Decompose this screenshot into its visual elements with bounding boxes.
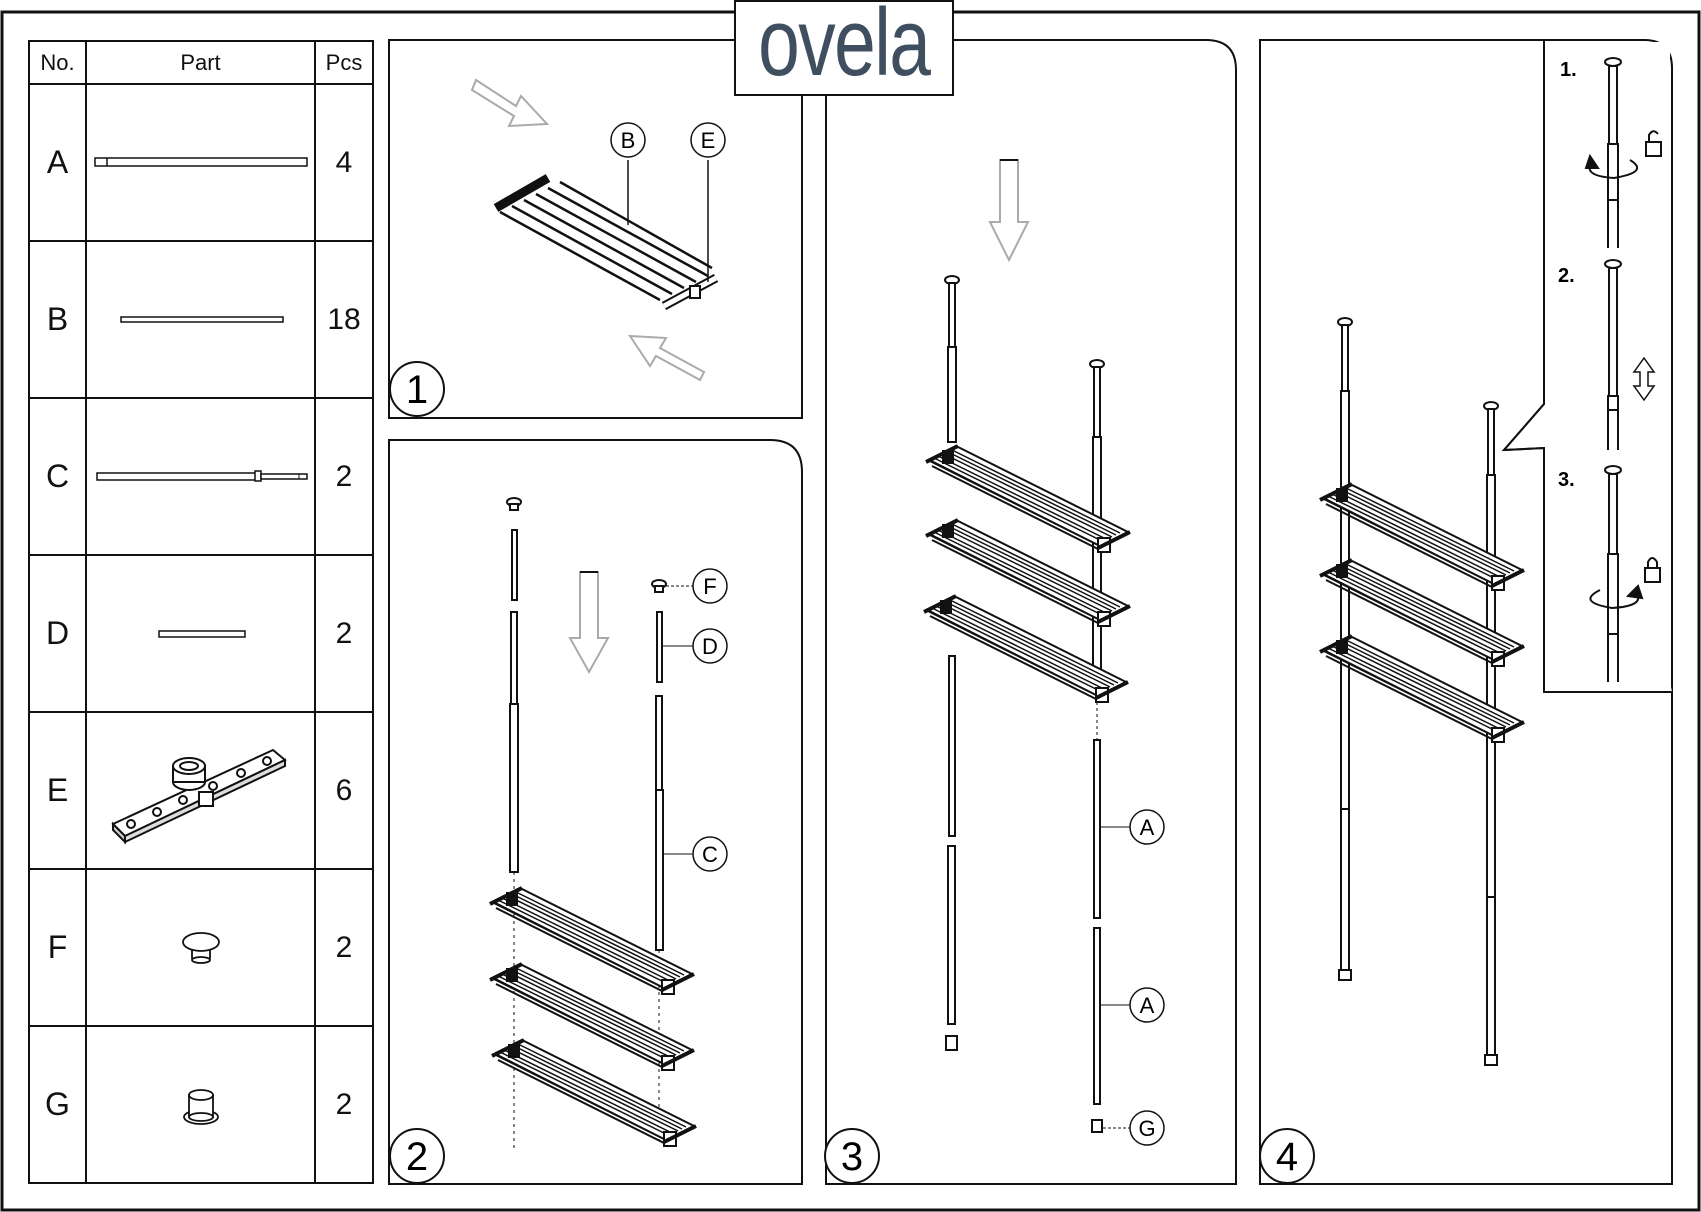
header-part: Part [85, 40, 316, 85]
part-image [85, 1025, 316, 1184]
table-row: C 2 [28, 397, 374, 556]
arrow-down-icon [988, 159, 1030, 263]
brand-logo-text: ovela [758, 0, 931, 96]
callout-label: E [701, 128, 716, 153]
svg-text:3.: 3. [1558, 469, 1575, 491]
table-row: E 6 [28, 711, 374, 870]
substep-2: 2. [1558, 259, 1656, 450]
svg-text:1.: 1. [1560, 59, 1577, 81]
shelf-bracket-icon [110, 748, 287, 844]
callout-label: G [1138, 1116, 1155, 1141]
up-down-arrow-icon [1632, 356, 1656, 402]
step-number-2: 2 [389, 1128, 445, 1184]
part-image [85, 868, 316, 1027]
step-number-3: 3 [824, 1128, 880, 1184]
svg-text:2: 2 [406, 1135, 428, 1179]
arrow-in-icon [628, 334, 706, 382]
part-quantity: 6 [314, 711, 374, 870]
part-quantity: 2 [314, 554, 374, 713]
step-4-panel: 1. 2. [1259, 39, 1673, 1185]
part-id: D [28, 554, 87, 713]
step-number-4: 4 [1259, 1128, 1315, 1184]
foot-cap-icon [182, 1088, 219, 1125]
callout-g: G [1103, 1110, 1165, 1146]
part-quantity: 4 [314, 83, 374, 242]
part-quantity: 2 [314, 868, 374, 1027]
callout-label: A [1140, 815, 1155, 840]
callout-label: C [702, 842, 718, 867]
table-row: F 2 [28, 868, 374, 1027]
substep-1: 1. [1560, 57, 1662, 248]
part-image [85, 83, 316, 242]
callout-e: E [690, 122, 726, 158]
part-image [85, 397, 316, 556]
svg-text:2.: 2. [1558, 265, 1575, 287]
svg-text:1: 1 [406, 368, 428, 412]
callout-c: C [663, 836, 728, 872]
header-no: No. [28, 40, 87, 85]
parts-table: No. Part Pcs A 4 B 18 C [28, 40, 374, 1184]
short-tube-icon [157, 629, 246, 638]
callout-f: F [666, 568, 728, 604]
svg-text:3: 3 [841, 1135, 863, 1179]
unlock-icon [1645, 130, 1662, 157]
table-row: D 2 [28, 554, 374, 713]
part-image [85, 554, 316, 713]
thin-rod-icon [119, 315, 284, 323]
callout-a: A [1101, 987, 1165, 1023]
arrow-in-icon [470, 78, 550, 128]
step-1-panel: B E 1 [388, 39, 803, 419]
rods-and-bracket-drawing [493, 160, 719, 310]
part-id: F [28, 868, 87, 1027]
callout-label: A [1140, 993, 1155, 1018]
arrow-down-icon [568, 571, 610, 675]
table-row: A 4 [28, 83, 374, 242]
callout-b: B [610, 122, 646, 158]
part-id: G [28, 1025, 87, 1184]
part-quantity: 2 [314, 397, 374, 556]
part-image [85, 711, 316, 870]
header-pcs: Pcs [314, 40, 374, 85]
parts-table-header: No. Part Pcs [28, 40, 374, 85]
lock-icon [1644, 557, 1661, 583]
table-row: B 18 [28, 240, 374, 399]
part-quantity: 18 [314, 240, 374, 399]
part-id: B [28, 240, 87, 399]
part-quantity: 2 [314, 1025, 374, 1184]
pole-parts-drawing [506, 497, 667, 1150]
callout-label: D [702, 634, 718, 659]
step-2-panel: F D C 2 [388, 439, 803, 1185]
part-id: C [28, 397, 87, 556]
part-id: A [28, 83, 87, 242]
shelves-drawing [488, 886, 698, 1148]
telescopic-tube-icon [95, 469, 308, 482]
callout-d: D [663, 628, 728, 664]
callout-label: F [703, 574, 716, 599]
step-3-panel: A A G 3 [824, 39, 1237, 1185]
callout-a: A [1101, 809, 1165, 845]
long-tube-icon [93, 156, 308, 167]
step-number-1: 1 [389, 361, 445, 417]
callout-label: B [621, 128, 636, 153]
brand-logo: ovela [734, 0, 954, 96]
assembled-rack-drawing [1337, 317, 1499, 1066]
table-row: G 2 [28, 1025, 374, 1184]
part-image [85, 240, 316, 399]
svg-text:4: 4 [1276, 1135, 1298, 1179]
substep-3: 3. [1558, 465, 1661, 682]
poles-drawing [944, 275, 1105, 1133]
top-cap-icon [181, 931, 220, 964]
part-id: E [28, 711, 87, 870]
